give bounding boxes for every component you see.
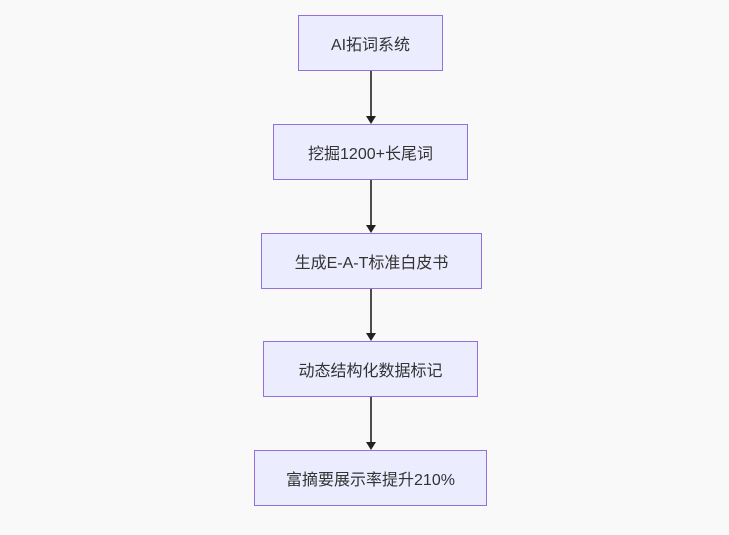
flow-arrow-2 (369, 180, 372, 225)
flow-node-ai-word-expansion: AI拓词系统 (298, 15, 443, 71)
flow-arrow-1 (369, 71, 372, 116)
flow-node-rich-snippet-result: 富摘要展示率提升210% (254, 450, 487, 506)
flow-node-longtail-mining: 挖掘1200+长尾词 (273, 124, 468, 180)
flow-node-label: 挖掘1200+长尾词 (308, 146, 433, 163)
flow-node-label: 富摘要展示率提升210% (286, 472, 455, 489)
flow-node-structured-data-markup: 动态结构化数据标记 (263, 341, 478, 397)
flow-node-label: 生成E-A-T标准白皮书 (294, 255, 449, 272)
flow-arrow-4 (369, 397, 372, 442)
flow-node-label: 动态结构化数据标记 (298, 363, 443, 380)
flow-node-eat-whitepaper: 生成E-A-T标准白皮书 (261, 233, 482, 289)
flow-arrow-3 (369, 289, 372, 333)
flow-node-label: AI拓词系统 (330, 37, 411, 54)
